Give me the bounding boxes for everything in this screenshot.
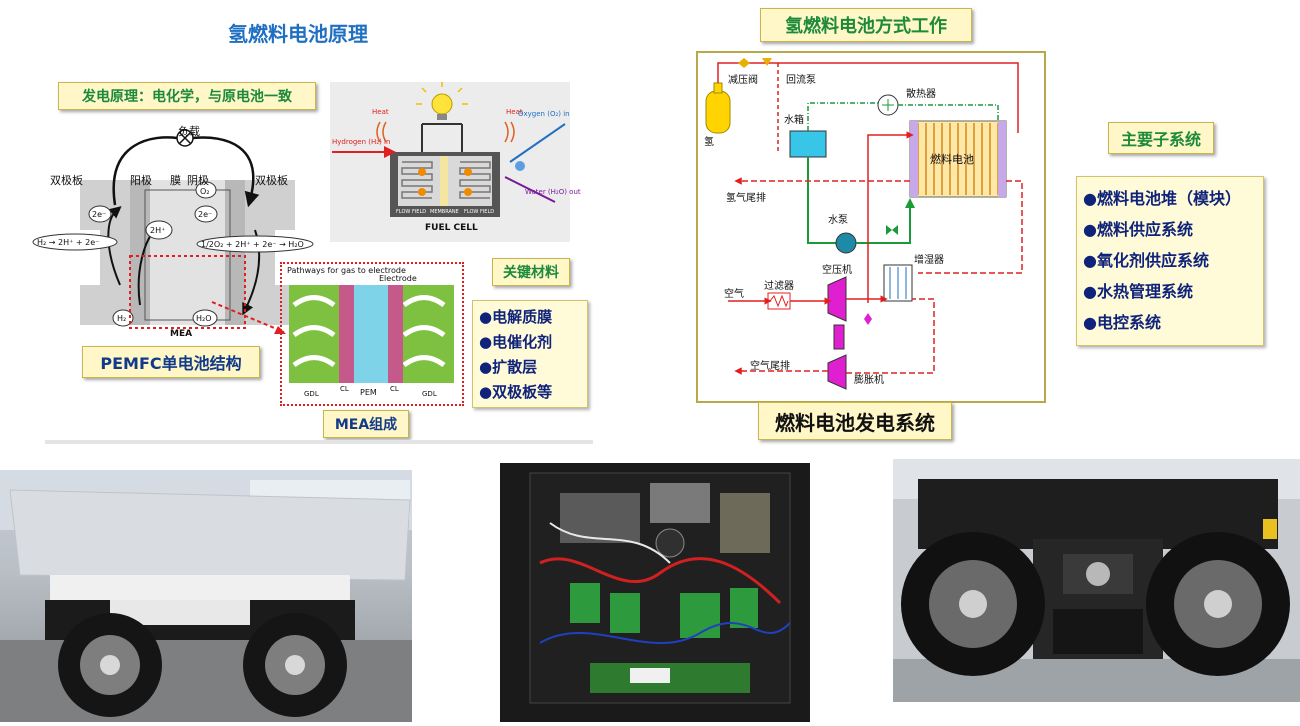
system-label: 燃料电池发电系统	[758, 402, 952, 440]
pemfc-label: PEMFC单电池结构	[82, 346, 260, 378]
filter-text: 过滤器	[764, 279, 794, 292]
bipolar-left-text: 双极板	[50, 173, 83, 187]
cathode-eq-text: 1/2O₂ + 2H⁺ + 2e⁻ → H₂O	[201, 240, 304, 249]
gdl-left-text: GDL	[304, 390, 319, 398]
fuel-cell-illustration: Heat Heat Hydrogen (H₂) in Oxygen (O₂) i…	[330, 82, 581, 242]
bulb-icon	[431, 93, 453, 115]
water-tank-text: 水箱	[784, 113, 804, 126]
subsystems-label-text: 主要子系统	[1120, 130, 1201, 149]
subsystems-label: 主要子系统	[1108, 122, 1214, 154]
mea-highlight	[129, 255, 246, 329]
key-material-item: ●电催化剂	[479, 333, 553, 351]
water-pump-text: 水泵	[828, 214, 848, 226]
flow-field-right-text: FLOW FIELD	[464, 209, 494, 215]
compressor-icon	[827, 276, 847, 322]
bipolar-right-text: 双极板	[255, 173, 288, 187]
hydrogen-tank-icon	[705, 90, 731, 134]
key-material-item: ●扩散层	[479, 358, 538, 376]
gdl-right-text: GDL	[422, 390, 437, 398]
return-pump-text: 回流泵	[786, 73, 816, 86]
key-materials-label-text: 关键材料	[503, 265, 559, 281]
o2-text: O₂	[200, 187, 210, 196]
principle-label-text: 发电原理：电化学，与原电池一致	[82, 89, 292, 105]
e2-text: 2e⁻	[198, 210, 212, 219]
key-materials-label: 关键材料	[492, 258, 570, 286]
robot-photo-side	[0, 470, 412, 722]
pressure-valve-text: 减压阀	[728, 73, 758, 86]
h2o-text: H₂O	[196, 314, 212, 323]
mea-connector	[211, 301, 286, 334]
filter-icon	[767, 292, 791, 310]
expander-text: 膨胀机	[854, 373, 884, 386]
fuel-cell-text: 燃料电池	[930, 152, 974, 166]
system-diagram: 减压阀 回流泵 氢 散热器 水箱 燃料电池 氢气尾排 水泵 增湿器 空压机 空气…	[704, 58, 1023, 390]
cell-structure-diagram: 负载 双极板 双极板 阳极 膜 阴极 O₂ 2e⁻ 2H⁺ 2e⁻ H₂ → 2…	[32, 124, 314, 339]
subsystem-item: ●电控系统	[1083, 313, 1161, 332]
heat-left-text: Heat	[372, 108, 389, 116]
system-label-text: 燃料电池发电系统	[775, 410, 935, 435]
air-text: 空气	[724, 287, 744, 300]
section-divider	[45, 440, 593, 444]
cathode-text: 阴极	[187, 173, 209, 187]
pathways-text: Pathways for gas to electrode	[287, 266, 406, 275]
fuel-cell-img-text: FUEL CELL	[425, 223, 478, 233]
mea-illustration: Pathways for gas to electrode Electrode …	[287, 266, 454, 398]
membrane-layer	[150, 180, 225, 325]
water-pump-icon	[835, 232, 857, 254]
membrane-img-text: MEMBRANE	[430, 209, 459, 215]
key-material-item: ●双极板等	[479, 383, 553, 401]
oxygen-in-text: Oxygen (O₂) in	[518, 110, 570, 118]
heat-right-text: Heat	[506, 108, 523, 116]
hydrogen-text: 氢	[704, 135, 714, 148]
cargo-box	[9, 489, 411, 581]
cl-left-text: CL	[340, 385, 349, 393]
electrode-text: Electrode	[379, 274, 417, 283]
anode-eq-text: H₂ → 2H⁺ + 2e⁻	[37, 238, 99, 247]
key-materials-list: ●电解质膜 ●电催化剂 ●扩散层 ●双极板等	[472, 300, 588, 408]
humidifier-text: 增湿器	[914, 253, 944, 266]
water-tank-icon	[789, 130, 827, 158]
flow-field-left-text: FLOW FIELD	[396, 209, 426, 215]
subsystem-item: ●氧化剂供应系统	[1083, 251, 1209, 270]
mea-text: MEA	[170, 329, 192, 339]
water-out-text: Water (H₂O) out	[525, 188, 581, 196]
robot-photo-electronics	[500, 463, 810, 722]
mea-label-text: MEA组成	[334, 417, 398, 433]
air-exhaust-text: 空气尾排	[750, 359, 790, 372]
compressor-text: 空压机	[822, 263, 852, 276]
hydrogen-in-text: Hydrogen (H₂) in	[332, 138, 390, 146]
principle-label: 发电原理：电化学，与原电池一致	[58, 82, 316, 110]
principle-title: 氢燃料电池原理	[228, 22, 368, 46]
anode-text: 阳极	[130, 173, 152, 187]
subsystem-item: ●燃料电池堆（模块）	[1083, 189, 1241, 208]
membrane-text: 膜	[170, 174, 181, 187]
robot-photo-rear	[893, 459, 1300, 702]
h2-text: H₂	[117, 314, 126, 323]
pemfc-label-text: PEMFC单电池结构	[100, 354, 242, 373]
bipolar-plate-left	[80, 180, 130, 325]
subsystem-item: ●水热管理系统	[1083, 282, 1193, 301]
expander-icon	[827, 354, 847, 390]
system-title: 氢燃料电池方式工作	[760, 8, 972, 42]
system-diagram-frame	[696, 51, 1046, 403]
hplus-text: 2H⁺	[150, 226, 165, 235]
system-title-text: 氢燃料电池方式工作	[785, 16, 947, 37]
pem-text: PEM	[360, 388, 377, 397]
radiator-text: 散热器	[906, 87, 936, 100]
cl-right-text: CL	[390, 385, 399, 393]
subsystem-item: ●燃料供应系统	[1083, 220, 1193, 239]
subsystems-list: ●燃料电池堆（模块） ●燃料供应系统 ●氧化剂供应系统 ●水热管理系统 ●电控系…	[1076, 176, 1264, 346]
e1-text: 2e⁻	[92, 210, 106, 219]
key-material-item: ●电解质膜	[479, 308, 553, 326]
mea-label: MEA组成	[323, 410, 409, 438]
bipolar-plate-right	[245, 180, 295, 325]
load-text: 负载	[178, 124, 200, 138]
hydrogen-exhaust-text: 氢气尾排	[726, 191, 766, 204]
